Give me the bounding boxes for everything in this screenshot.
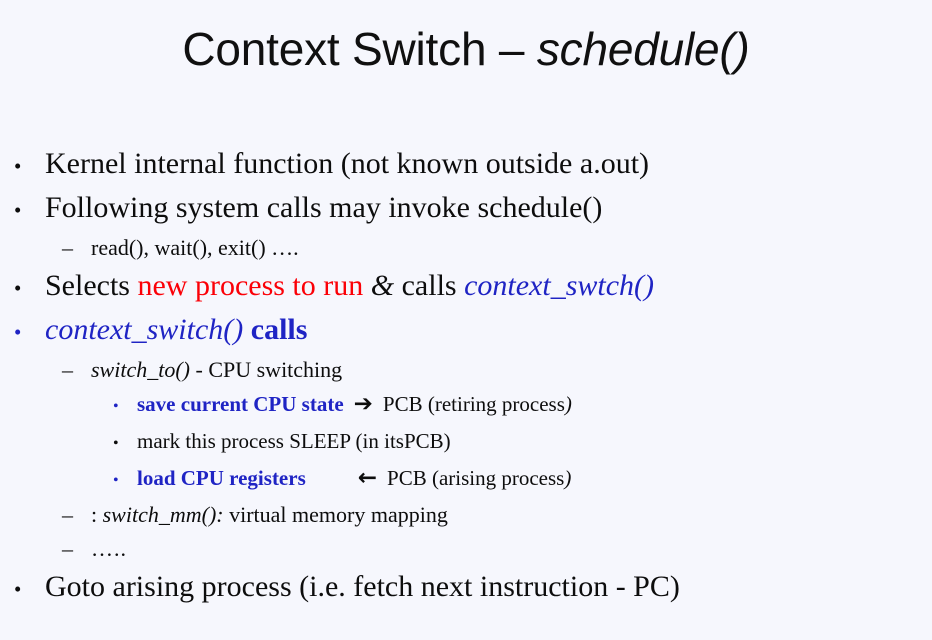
bullet-following-system-calls: • Following system calls may invoke sche… bbox=[0, 187, 932, 231]
arrow-right-icon: ➔ bbox=[353, 391, 373, 417]
bullet-marker-icon: • bbox=[113, 435, 119, 452]
subbullet-text-virtual-memory-mapping: virtual memory mapping bbox=[223, 502, 448, 527]
subsubbullet-label-load-cpu-registers: load CPU registers bbox=[137, 466, 306, 490]
dash-marker-icon: – bbox=[62, 235, 73, 260]
bullet-text-calls: calls bbox=[401, 269, 465, 302]
bullet-marker-icon: • bbox=[14, 577, 22, 601]
page-title-emphasis: schedule() bbox=[536, 23, 750, 75]
bullet-marker-icon: • bbox=[14, 198, 22, 222]
bullet-text-ampersand: & bbox=[363, 269, 402, 302]
bullet-marker-icon: • bbox=[14, 276, 22, 300]
bullet-marker-icon: • bbox=[113, 472, 119, 489]
dash-marker-icon: – bbox=[62, 357, 73, 382]
bullet-text-context-swtch-call: context_swtch() bbox=[464, 269, 655, 302]
slide-body: • Kernel internal function (not known ou… bbox=[0, 143, 932, 610]
subsubbullet-target-close-paren: ) bbox=[564, 392, 572, 416]
subsubbullet-text: mark this process SLEEP (in itsPCB) bbox=[137, 429, 451, 453]
bullet-text-calls-suffix: calls bbox=[243, 313, 308, 346]
bullet-context-switch-calls: • context_switch() calls bbox=[0, 309, 932, 353]
dash-marker-icon: – bbox=[62, 502, 73, 527]
bullet-text-new-process-highlight: new process to run bbox=[137, 269, 364, 302]
bullet-kernel-internal-function: • Kernel internal function (not known ou… bbox=[0, 143, 932, 187]
subbullet-text-switch-mm-name: switch_mm(): bbox=[102, 502, 224, 527]
subsubbullet-target-close-paren: ) bbox=[564, 466, 572, 490]
bullet-goto-arising-process: • Goto arising process (i.e. fetch next … bbox=[0, 566, 932, 610]
page-title: Context Switch – schedule() bbox=[0, 22, 932, 76]
subsubbullet-save-cpu-state: • save current CPU state ➔ PCB (retiring p… bbox=[0, 387, 932, 424]
bullet-marker-icon: • bbox=[14, 154, 22, 178]
subbullet-text: ….. bbox=[91, 536, 127, 561]
bullet-text: Kernel internal function (not known outs… bbox=[45, 147, 650, 180]
subbullet-text-cpu-switching: - CPU switching bbox=[190, 357, 343, 382]
subsubbullet-target-pcb-retiring: PCB (retiring process bbox=[382, 392, 565, 416]
page-title-prefix: Context Switch – bbox=[182, 23, 537, 75]
dash-marker-icon: – bbox=[62, 536, 73, 561]
arrow-left-icon: ← bbox=[357, 465, 378, 491]
subsubbullet-mark-process-sleep: • mark this process SLEEP (in itsPCB) bbox=[0, 424, 932, 461]
subsubbullet-target-pcb-arising: PCB (arising process bbox=[387, 466, 565, 490]
subbullet-text: read(), wait(), exit() …. bbox=[91, 235, 299, 260]
bullet-text-selects: Selects bbox=[45, 269, 138, 302]
subbullet-text-prefix: : bbox=[91, 502, 103, 527]
bullet-selects-new-process: • Selects new process to run & calls con… bbox=[0, 265, 932, 309]
subbullet-text-switch-to-name: switch_to() bbox=[91, 357, 190, 382]
bullet-text: Goto arising process (i.e. fetch next in… bbox=[45, 570, 680, 603]
subbullet-ellipsis: – ….. bbox=[0, 532, 932, 566]
bullet-marker-icon: • bbox=[113, 398, 119, 415]
subsubbullet-label-save-cpu-state: save current CPU state bbox=[137, 392, 344, 416]
subbullet-syscall-examples: – read(), wait(), exit() …. bbox=[0, 231, 932, 265]
bullet-text: Following system calls may invoke schedu… bbox=[45, 191, 603, 224]
subbullet-switch-to: – switch_to() - CPU switching bbox=[0, 353, 932, 387]
bullet-marker-icon: • bbox=[14, 320, 22, 344]
subbullet-switch-mm: – : switch_mm(): virtual memory mapping bbox=[0, 498, 932, 532]
subsubbullet-load-cpu-registers: • load CPU registers ← PCB (arising proces… bbox=[0, 461, 932, 498]
bullet-text-context-switch-name: context_switch() bbox=[45, 313, 244, 346]
